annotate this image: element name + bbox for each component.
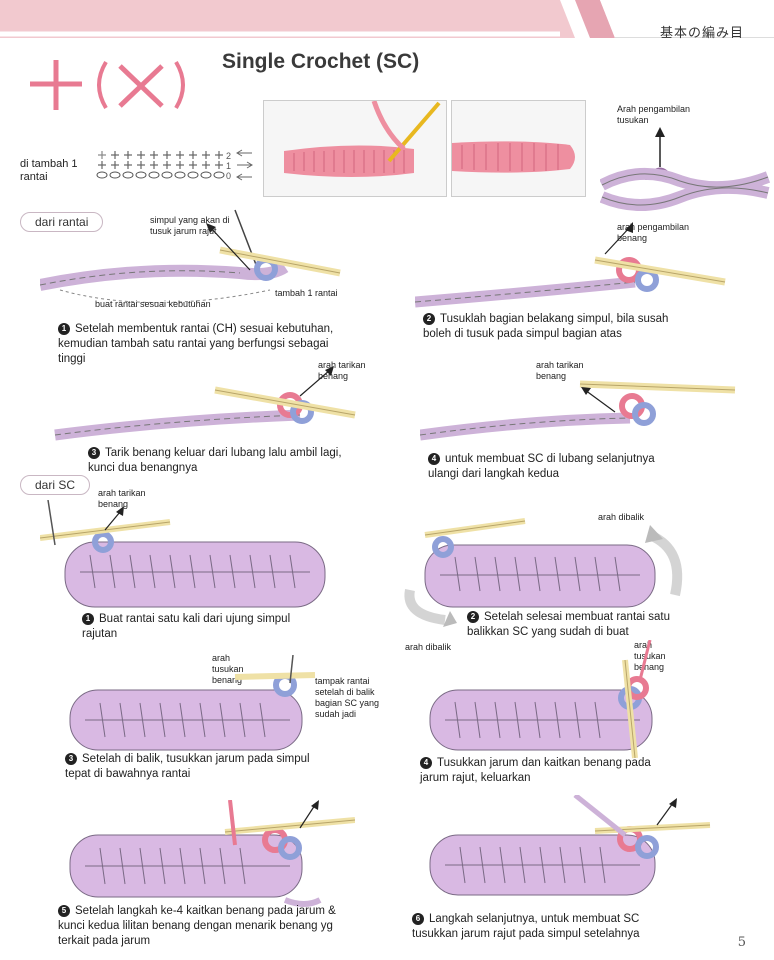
step-number: 1 bbox=[82, 613, 94, 625]
step-number: 2 bbox=[423, 313, 435, 325]
step-number: 5 bbox=[58, 905, 70, 917]
step-text: Setelah di balik, tusukkan jarum pada si… bbox=[65, 753, 310, 780]
label-turn-1: arah dibalik bbox=[598, 512, 645, 522]
page-number: 5 bbox=[737, 935, 746, 950]
step-number: 4 bbox=[420, 757, 432, 769]
diagram-sc-step1 bbox=[39, 499, 340, 620]
step-text: Setelah langkah ke-4 kaitkan benang pada… bbox=[58, 905, 336, 947]
label-hook-entry: Arah pengambilan tusukan bbox=[617, 104, 691, 125]
diagram-sc-step6 bbox=[425, 793, 715, 915]
section-from-sc: dari SC bbox=[20, 475, 91, 495]
chapter-title: 基本の編み目 bbox=[659, 26, 744, 41]
step-number: 2 bbox=[467, 611, 479, 623]
step-text: Setelah selesai membuat rantai satu bali… bbox=[467, 611, 671, 638]
label-loop-insert: simpul yang akan di tusuk jarum rajut bbox=[150, 215, 230, 236]
step-text: Setelah membentuk rantai (CH) sesuai keb… bbox=[58, 323, 334, 365]
diagram-sc-step2 bbox=[395, 505, 695, 640]
step-text: Buat rantai satu kali dari ujung simpul … bbox=[82, 613, 291, 640]
diagram-chain-step4 bbox=[419, 360, 740, 450]
label-pull-yarn-2: arah tarikan benang bbox=[536, 360, 584, 381]
diagram-sc-step5 bbox=[65, 799, 356, 915]
step-number: 3 bbox=[65, 753, 77, 765]
photo-in-progress bbox=[263, 100, 447, 197]
diagram-sc-step3 bbox=[65, 654, 316, 760]
diagram-chain-step2 bbox=[414, 222, 735, 317]
step-number: 4 bbox=[428, 453, 440, 465]
label-chain-as-needed: buat rantai sesuai kebutuhan bbox=[95, 299, 211, 309]
stitch-symbol bbox=[20, 48, 200, 123]
chart-label: di tambah 1 rantai bbox=[20, 158, 78, 183]
diagram-chain-step3 bbox=[40, 360, 360, 450]
diagram-sc-step4 bbox=[425, 639, 685, 765]
label-chain-visible: tampak rantai setelah di balik bagian SC… bbox=[315, 676, 380, 719]
step-number: 6 bbox=[412, 913, 424, 925]
stitch-chart: 2 1 0 bbox=[92, 145, 262, 190]
diagram-loop-entry bbox=[599, 125, 771, 220]
page-title: Single Crochet (SC) bbox=[222, 50, 420, 73]
label-turn-2: arah dibalik bbox=[405, 642, 452, 652]
label-hook-yarn-1: arah tusukan benang bbox=[212, 653, 244, 685]
photo-finished-row bbox=[451, 100, 586, 197]
label-hook-yarn-2: arah tusukan benang bbox=[634, 640, 666, 672]
svg-text:2: 2 bbox=[226, 151, 231, 161]
header-bar bbox=[0, 0, 774, 39]
svg-text:1: 1 bbox=[226, 161, 231, 171]
label-pull-yarn-1: arah tarikan benang bbox=[318, 360, 366, 381]
step-text: untuk membuat SC di lubang selanjutnya u… bbox=[428, 453, 655, 480]
header-stripes bbox=[0, 0, 774, 39]
step-number: 3 bbox=[88, 447, 100, 459]
step-text: Tarik benang keluar dari lubang lalu amb… bbox=[88, 447, 342, 474]
section-from-chain: dari rantai bbox=[20, 212, 104, 232]
label-add-one-chain: tambah 1 rantai bbox=[275, 288, 338, 298]
step-text: Tusukkan jarum dan kaitkan benang pada j… bbox=[420, 757, 651, 784]
step-number: 1 bbox=[58, 323, 70, 335]
step-text: Langkah selanjutnya, untuk membuat SC tu… bbox=[412, 913, 640, 940]
svg-text:0: 0 bbox=[226, 171, 231, 181]
label-yarn-pick: arah pengambilan benang bbox=[617, 222, 690, 243]
step-text: Tusuklah bagian belakang simpul, bila su… bbox=[423, 313, 669, 340]
label-pull-yarn-3: arah tarikan benang bbox=[98, 488, 146, 509]
diagram-chain-step1 bbox=[38, 205, 350, 320]
